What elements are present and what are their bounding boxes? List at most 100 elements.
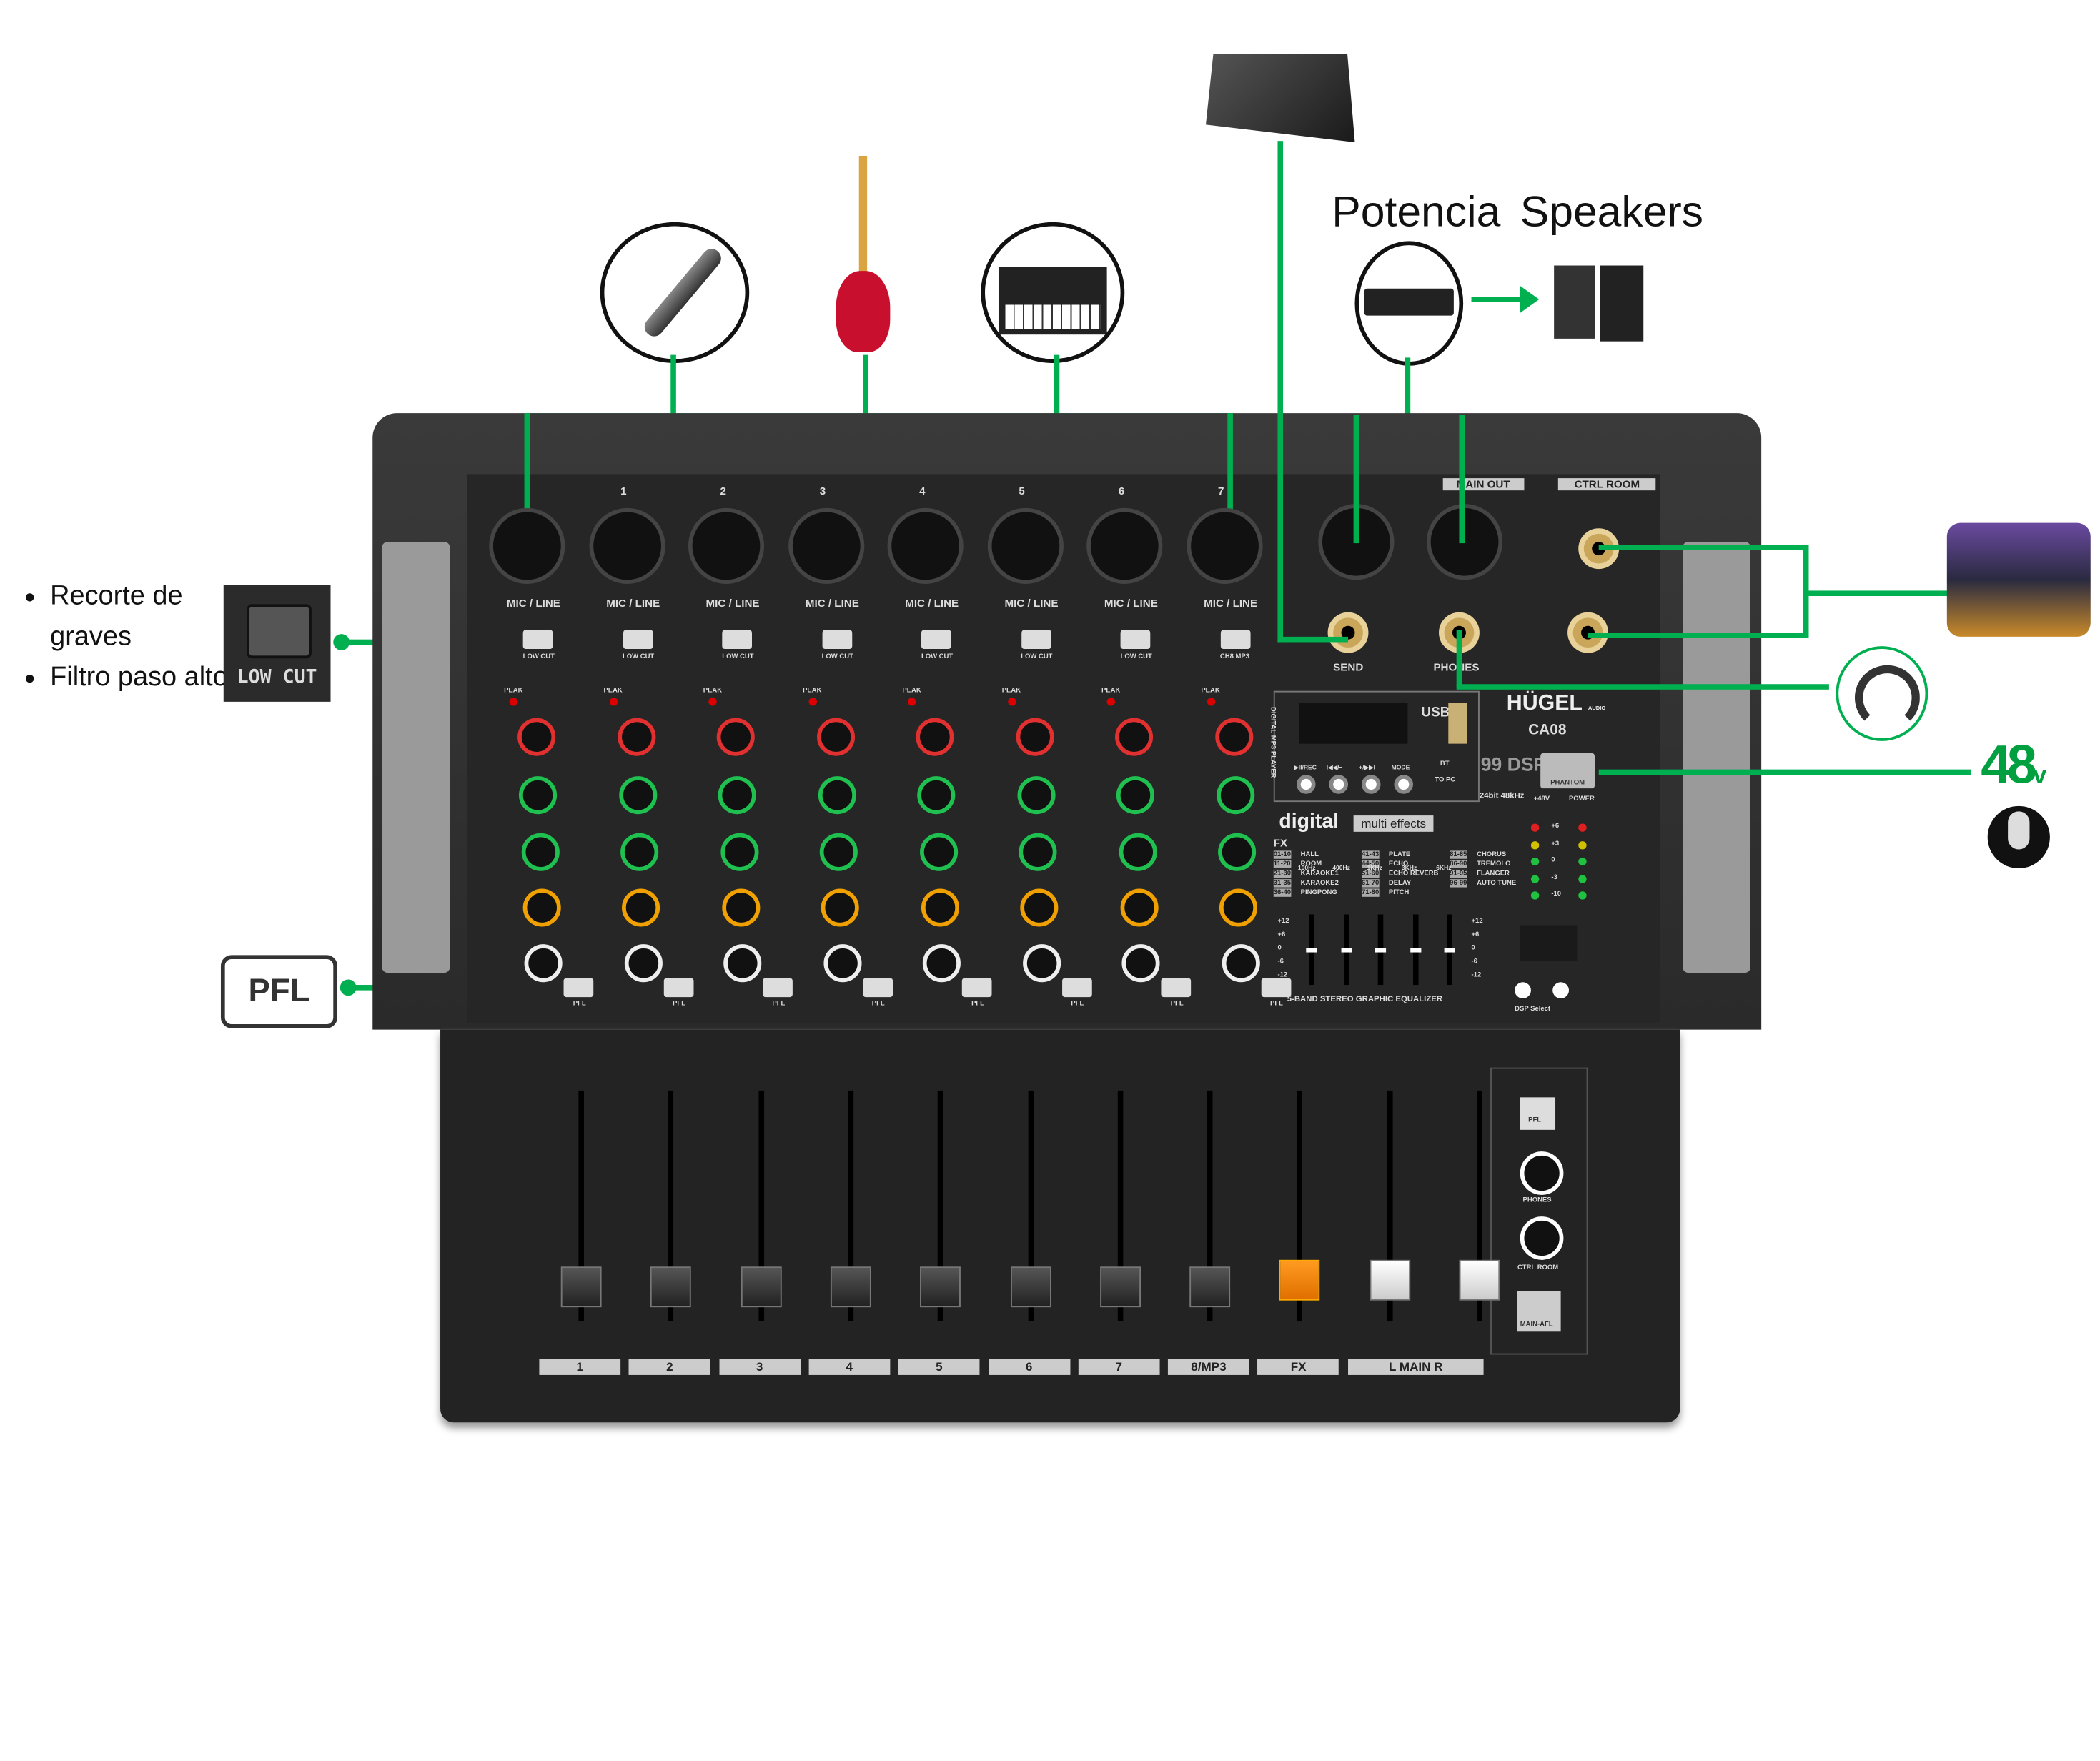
low-cut-button[interactable]: [1021, 630, 1051, 649]
fx-send-knob[interactable]: [1219, 888, 1258, 927]
low-cut-button[interactable]: [1219, 630, 1250, 649]
eq-slider-handle[interactable]: [1410, 948, 1421, 953]
pfl-button[interactable]: [1161, 978, 1192, 998]
phones-level-knob[interactable]: [1520, 1151, 1564, 1195]
high-eq-knob[interactable]: [917, 776, 956, 815]
combo-input-jack[interactable]: [1086, 507, 1163, 584]
eq-slider-handle[interactable]: [1375, 948, 1387, 953]
high-eq-knob[interactable]: [1116, 776, 1155, 815]
mp3-control-button[interactable]: [1361, 775, 1381, 794]
low-cut-button[interactable]: [622, 630, 653, 649]
fx-send-knob[interactable]: [622, 888, 660, 927]
ctrl-room-left-jack[interactable]: [1578, 528, 1620, 570]
high-eq-knob[interactable]: [519, 776, 558, 815]
low-eq-knob[interactable]: [1218, 833, 1257, 871]
gain-knob[interactable]: [617, 718, 655, 756]
effect-range: 31-35: [1273, 879, 1292, 888]
low-eq-knob[interactable]: [520, 833, 559, 871]
high-eq-knob[interactable]: [1017, 776, 1056, 815]
low-cut-button[interactable]: [921, 630, 951, 649]
pan-knob[interactable]: [524, 944, 563, 983]
low-eq-knob[interactable]: [720, 833, 758, 871]
pfl-button[interactable]: [563, 978, 594, 998]
pfl-button[interactable]: [1260, 978, 1291, 998]
pfl-button[interactable]: [961, 978, 992, 998]
combo-input-jack[interactable]: [588, 507, 665, 584]
channel-fader[interactable]: [650, 1266, 692, 1308]
phones-jack[interactable]: [1439, 612, 1480, 653]
high-eq-knob[interactable]: [818, 776, 856, 815]
high-eq-knob[interactable]: [618, 776, 657, 815]
pan-knob[interactable]: [1121, 944, 1160, 983]
pan-knob[interactable]: [1022, 944, 1061, 983]
pan-knob[interactable]: [922, 944, 961, 983]
fx-send-knob[interactable]: [921, 888, 959, 927]
low-eq-knob[interactable]: [1019, 833, 1057, 871]
channel-fader[interactable]: [830, 1266, 871, 1308]
pfl-button[interactable]: [1061, 978, 1091, 998]
master-pfl-button[interactable]: [1520, 1097, 1556, 1130]
combo-input-jack[interactable]: [788, 507, 864, 584]
low-cut-button[interactable]: [1120, 630, 1151, 649]
main-out-right-xlr[interactable]: [1426, 504, 1503, 580]
usb-port[interactable]: [1448, 703, 1467, 744]
main-afl-button[interactable]: [1517, 1291, 1561, 1332]
headphones-connector: [1456, 684, 1829, 690]
low-cut-button[interactable]: [522, 630, 553, 649]
fx-send-knob[interactable]: [1120, 888, 1159, 927]
combo-input-jack[interactable]: [986, 507, 1064, 584]
pan-knob[interactable]: [623, 944, 662, 983]
dsp-down-button[interactable]: [1552, 982, 1569, 998]
gain-knob[interactable]: [716, 718, 755, 756]
low-eq-knob[interactable]: [620, 833, 659, 871]
channel-fader[interactable]: [920, 1266, 961, 1308]
pan-knob[interactable]: [723, 944, 762, 983]
high-eq-knob[interactable]: [1216, 776, 1254, 815]
main-fader[interactable]: [1459, 1259, 1500, 1301]
channel-fader[interactable]: [1010, 1266, 1051, 1308]
fx-fader[interactable]: [1279, 1259, 1320, 1301]
channel-fader[interactable]: [1099, 1266, 1141, 1308]
send-jack[interactable]: [1327, 612, 1369, 653]
pan-knob[interactable]: [823, 944, 861, 983]
gain-knob[interactable]: [816, 718, 855, 756]
meter-level-label: +6: [1551, 822, 1560, 830]
pan-knob[interactable]: [1221, 944, 1259, 983]
high-eq-knob[interactable]: [718, 776, 757, 815]
mp3-control-button[interactable]: [1296, 775, 1316, 794]
eq-slider-handle[interactable]: [1306, 948, 1317, 953]
low-cut-button[interactable]: [722, 630, 753, 649]
gain-knob[interactable]: [1214, 718, 1253, 756]
phantom-button[interactable]: PHANTOM: [1540, 753, 1595, 789]
eq-slider-handle[interactable]: [1340, 948, 1352, 953]
gain-knob[interactable]: [1114, 718, 1154, 756]
fx-send-knob[interactable]: [821, 888, 860, 927]
low-cut-badge: LOW CUT: [223, 585, 331, 702]
combo-input-jack[interactable]: [1186, 507, 1262, 584]
fx-send-knob[interactable]: [1020, 888, 1059, 927]
low-cut-button[interactable]: [821, 630, 852, 649]
channel-fader[interactable]: [1189, 1266, 1231, 1308]
pfl-button[interactable]: [862, 978, 893, 998]
low-eq-knob[interactable]: [919, 833, 958, 871]
eq-slider-handle[interactable]: [1444, 948, 1455, 953]
main-fader[interactable]: [1369, 1259, 1410, 1301]
low-eq-knob[interactable]: [1118, 833, 1157, 871]
fx-send-knob[interactable]: [721, 888, 760, 927]
gain-knob[interactable]: [1015, 718, 1054, 756]
low-eq-knob[interactable]: [819, 833, 858, 871]
pfl-button[interactable]: [663, 978, 693, 998]
gain-knob[interactable]: [517, 718, 556, 756]
channel-fader[interactable]: [741, 1266, 781, 1308]
combo-input-jack[interactable]: [887, 507, 964, 584]
combo-input-jack[interactable]: [489, 507, 565, 584]
pfl-button[interactable]: [763, 978, 793, 998]
fx-send-knob[interactable]: [522, 888, 561, 927]
dsp-up-button[interactable]: [1515, 982, 1531, 998]
mp3-control-button[interactable]: [1329, 775, 1349, 794]
gain-knob[interactable]: [916, 718, 954, 756]
ctrl-room-level-knob[interactable]: [1520, 1216, 1564, 1260]
channel-fader[interactable]: [560, 1266, 602, 1308]
mp3-control-button[interactable]: [1394, 775, 1414, 794]
combo-input-jack[interactable]: [688, 507, 765, 584]
